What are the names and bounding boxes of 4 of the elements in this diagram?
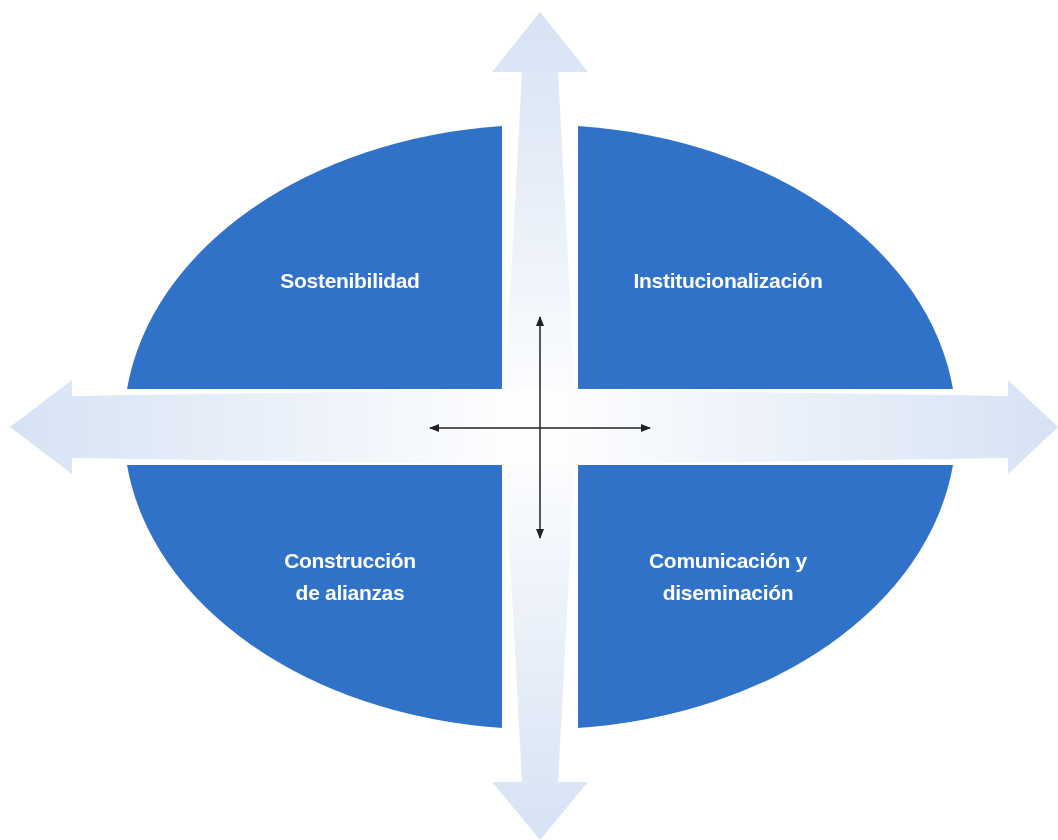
quadrant-label: Institucionalización: [632, 268, 824, 294]
quadrant-label: Sostenibilidad: [279, 268, 421, 294]
quadrant-label: Construcción de alianzas: [283, 548, 417, 606]
quadrant-label: Comunicación y diseminación: [648, 548, 808, 606]
